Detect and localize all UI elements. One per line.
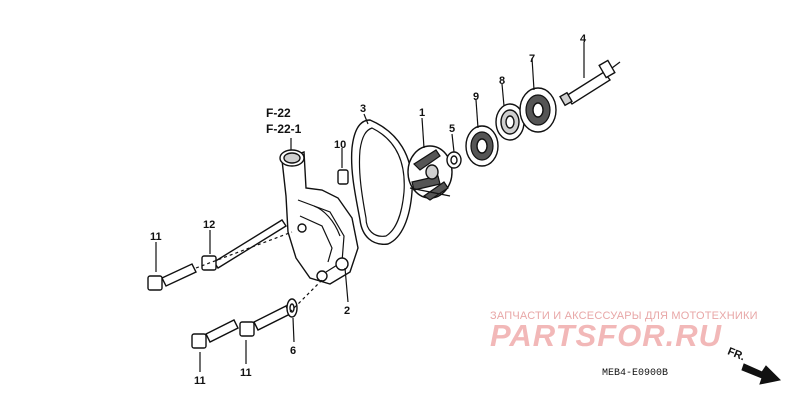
callout-10: 10 xyxy=(334,139,346,151)
front-direction-arrow: FR. xyxy=(726,346,782,385)
callout-2: 2 xyxy=(344,305,350,317)
callout-6: 6 xyxy=(290,345,296,357)
bolt-11-middle xyxy=(239,305,291,337)
callout-8: 8 xyxy=(499,75,505,87)
callout-11-upper: 11 xyxy=(150,231,162,243)
long-bolt-12 xyxy=(201,219,287,271)
callout-11-lower: 11 xyxy=(194,375,206,387)
dowel-pin xyxy=(337,169,349,185)
diagram-code: MEB4-E0900B xyxy=(602,368,668,379)
water-pump-cover xyxy=(279,149,359,285)
bearing-9 xyxy=(465,125,499,167)
watermark-tagline: ЗАПЧАСТИ И АКСЕССУАРЫ ДЛЯ МОТОТЕХНИКИ xyxy=(490,310,758,322)
direction-label: FR. xyxy=(726,346,747,364)
callout-12: 12 xyxy=(203,219,215,231)
callout-1: 1 xyxy=(419,107,425,119)
callout-11-middle: 11 xyxy=(240,367,252,379)
washer-5 xyxy=(446,151,462,169)
washer-6 xyxy=(286,298,298,318)
impeller xyxy=(407,145,453,201)
ref-label-f22: F-22 xyxy=(266,106,291,120)
gasket xyxy=(350,119,413,245)
bearing-7 xyxy=(519,87,557,133)
pump-shaft xyxy=(559,59,621,107)
bolt-11-upper xyxy=(147,263,197,291)
ref-label-f22-1: F-22-1 xyxy=(266,122,302,136)
callout-9: 9 xyxy=(473,91,479,103)
callout-3: 3 xyxy=(360,103,366,115)
watermark-brand: PARTSFOR.RU xyxy=(490,318,723,353)
bolt-11-lower xyxy=(191,319,239,349)
callout-4: 4 xyxy=(580,33,587,45)
callout-5: 5 xyxy=(449,123,455,135)
callout-7: 7 xyxy=(529,53,535,65)
seal-8 xyxy=(495,103,525,141)
